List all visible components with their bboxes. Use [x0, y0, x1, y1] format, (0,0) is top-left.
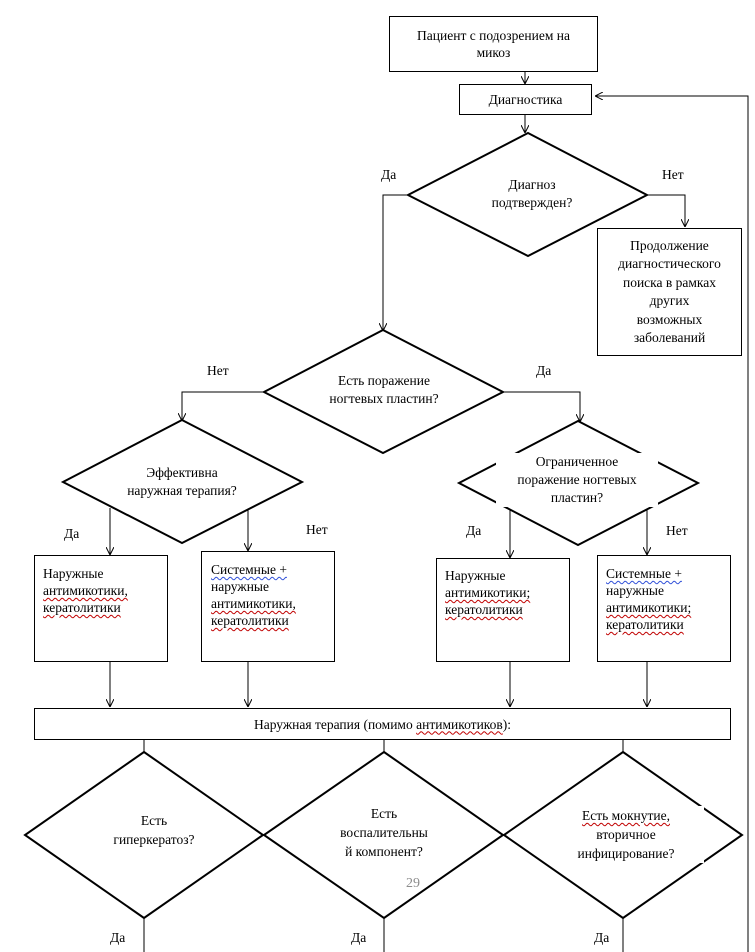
left-external-box: Наружные антимикотики, кератолитики: [34, 555, 168, 662]
diagnosis-confirmed-text: Диагноз подтвержден?: [491, 177, 573, 210]
continue-search-box: Продолжение диагностического поиска в ра…: [597, 228, 742, 356]
label-yes-external-effective: Да: [64, 526, 80, 541]
arrow-no-to-external-effective: [182, 391, 264, 420]
arrow-yes-to-nail-lesion: [383, 194, 408, 330]
external-therapy-text: Наружная терапия (помимо антимикотиков):: [253, 716, 512, 732]
start-box: Пациент с подозрением на микоз: [389, 16, 598, 72]
limited-lesion-text: Ограниченное поражение ногтевых пластин?: [496, 453, 658, 507]
label-yes-hyperkeratosis: Да: [110, 930, 126, 945]
diagnostics-label: Диагностика: [488, 92, 563, 107]
label-yes-diagnosis: Да: [381, 167, 397, 182]
label-no-nail-lesion: Нет: [207, 363, 229, 378]
label-no-diagnosis: Нет: [662, 167, 684, 182]
start-line2: микоз: [476, 45, 511, 60]
label-yes-nail-lesion: Да: [536, 363, 552, 378]
feedback-loop-line: [596, 96, 749, 952]
label-no-limited-lesion: Нет: [666, 523, 688, 538]
label-yes-inflammatory: Да: [351, 930, 367, 945]
arrow-yes-to-limited-lesion: [503, 391, 580, 421]
start-line1: Пациент с подозрением на: [417, 28, 570, 43]
page-number: 29: [406, 876, 420, 891]
external-effective-text: Эффективна наружная терапия?: [104, 464, 260, 500]
label-yes-weeping: Да: [594, 930, 610, 945]
decision-hyperkeratosis: [23, 750, 265, 920]
nail-lesion-text: Есть поражение ногтевых пластин?: [308, 372, 460, 408]
arrow-no-to-continue-search: [647, 194, 685, 226]
decision-inflammatory: [262, 750, 505, 920]
inflammatory-text: Есть воспалительны й компонент?: [340, 806, 428, 859]
diagnostics-box: Диагностика: [459, 84, 592, 115]
right-external-box: Наружные антимикотики; кератолитики: [436, 558, 570, 662]
right-systemic-box: Системные + наружные антимикотики; керат…: [597, 555, 731, 662]
left-systemic-box: Системные + наружные антимикотики, керат…: [201, 551, 335, 662]
weeping-text: Есть мокнутие, вторичное инфицирование?: [548, 806, 704, 863]
label-no-external-effective: Нет: [306, 522, 328, 537]
decision-diagnosis-confirmed: [405, 131, 650, 258]
label-yes-limited-lesion: Да: [466, 523, 482, 538]
hyperkeratosis-text: Есть гиперкератоз?: [113, 813, 195, 847]
external-therapy-bar: Наружная терапия (помимо антимикотиков):: [34, 708, 731, 740]
